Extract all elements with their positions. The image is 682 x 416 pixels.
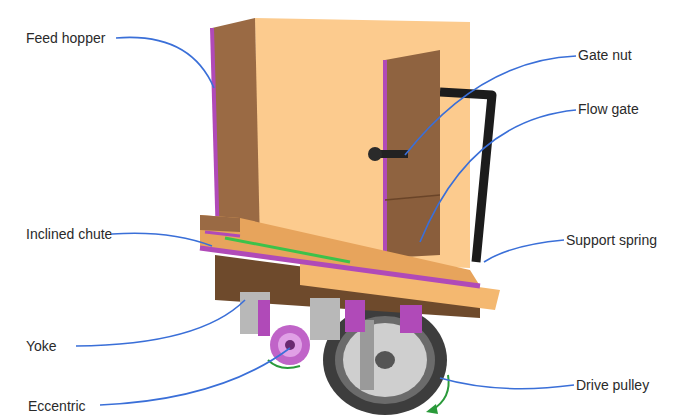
- inclined-chute: [200, 215, 480, 286]
- part-label: Gate nut: [578, 47, 632, 63]
- part-label: Inclined chute: [26, 226, 112, 242]
- leader-lines: [76, 37, 576, 405]
- support-spring: [440, 92, 492, 262]
- part-label: Yoke: [26, 338, 57, 354]
- flow-gate: [385, 195, 440, 258]
- hopper-left: [212, 18, 260, 245]
- eccentric: [268, 325, 310, 368]
- part-label: Flow gate: [578, 101, 639, 117]
- yoke: [240, 292, 422, 340]
- part-label: Drive pulley: [576, 377, 649, 393]
- part-label: Feed hopper: [26, 30, 105, 46]
- drive-pulley: [323, 305, 447, 415]
- part-label: Support spring: [566, 232, 657, 248]
- gate-nut: [368, 147, 408, 161]
- part-label: Eccentric: [28, 398, 86, 414]
